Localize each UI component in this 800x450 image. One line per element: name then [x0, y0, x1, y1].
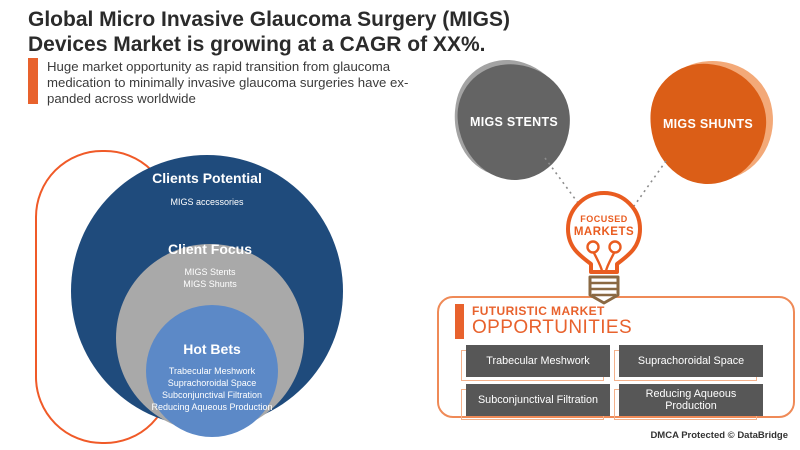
shape-migs-shunts: MIGS SHUNTS — [644, 47, 787, 193]
venn-inner-items: Trabecular Meshwork Suprachoroidal Space… — [112, 366, 312, 414]
bulb-base-lines — [591, 281, 617, 297]
filament-curl-right — [608, 240, 622, 254]
page-title-line1: Global Micro Invasive Glaucoma Surgery (… — [28, 8, 510, 31]
venn-outer-item: MIGS accessories — [170, 197, 244, 207]
opportunities-heading-line2: OPPORTUNITIES — [472, 317, 633, 339]
dmca-watermark: DMCA Protected © DataBridge — [650, 430, 788, 441]
venn-inner-item: Trabecular Meshwork — [168, 366, 256, 376]
card-label: Suprachoroidal Space — [619, 345, 763, 377]
venn-middle-title: Client Focus — [167, 241, 252, 257]
intro-line1: Huge market opportunity as rapid transit… — [47, 59, 391, 74]
venn-middle-items: MIGS Stents MIGS Shunts — [110, 266, 310, 290]
venn-middle-item: MIGS Stents — [184, 267, 236, 277]
card-label: Trabecular Meshwork — [466, 345, 610, 377]
opportunity-card-suprachoroidal-space: Suprachoroidal Space — [614, 345, 763, 381]
bulb-label-line1: FOCUSED — [580, 214, 628, 224]
intro-text: Huge market opportunity as rapid transit… — [47, 58, 408, 107]
lightbulb-icon — [566, 191, 642, 274]
page-title-line2: Devices Market is growing at a CAGR of X… — [28, 32, 486, 56]
intro-block: Huge market opportunity as rapid transit… — [28, 58, 408, 107]
filament-curl-left — [586, 240, 600, 254]
venn-inner-title: Hot Bets — [183, 341, 241, 357]
dashed-connector-left — [544, 157, 582, 208]
venn-middle-item: MIGS Shunts — [183, 279, 237, 290]
venn-inner-item: Reducing Aqueous Production — [151, 401, 273, 412]
shape-migs-stents: MIGS STENTS — [441, 49, 579, 189]
opportunity-card-subconjunctival-filtration: Subconjunctival Filtration — [461, 384, 610, 420]
venn-inner-item: Suprachoroidal Space — [167, 377, 257, 388]
card-label: Subconjunctival Filtration — [466, 384, 610, 416]
accent-bar — [28, 58, 38, 104]
intro-line3: panded across worldwide — [47, 91, 196, 107]
shape-migs-shunts-label: MIGS SHUNTS — [662, 117, 754, 131]
page-title: Global Micro Invasive Glaucoma Surgery (… — [28, 8, 608, 57]
bulb-label-line2: MARKETS — [574, 226, 634, 238]
venn-circle-hot-bets — [146, 305, 278, 437]
opportunities-heading-line1: FUTURISTIC MARKET — [472, 304, 605, 318]
venn-outer-title: Clients Potential — [152, 170, 262, 186]
opportunity-card-reducing-aqueous-production: Reducing Aqueous Production — [614, 384, 763, 420]
card-label: Reducing Aqueous Production — [619, 384, 763, 416]
intro-line2: medication to minimally invasive glaucom… — [47, 75, 409, 91]
shape-migs-stents-label: MIGS STENTS — [469, 115, 559, 129]
opportunities-heading: FUTURISTIC MARKET OPPORTUNITIES — [455, 304, 632, 339]
opportunities-accent-bar — [455, 304, 464, 339]
opportunity-card-trabecular-meshwork: Trabecular Meshwork — [461, 345, 610, 381]
focused-markets-graphic: FOCUSED MARKETS — [544, 157, 667, 305]
filament-stems — [592, 252, 616, 272]
venn-inner-item: Subconjunctival Filtration — [161, 389, 263, 400]
